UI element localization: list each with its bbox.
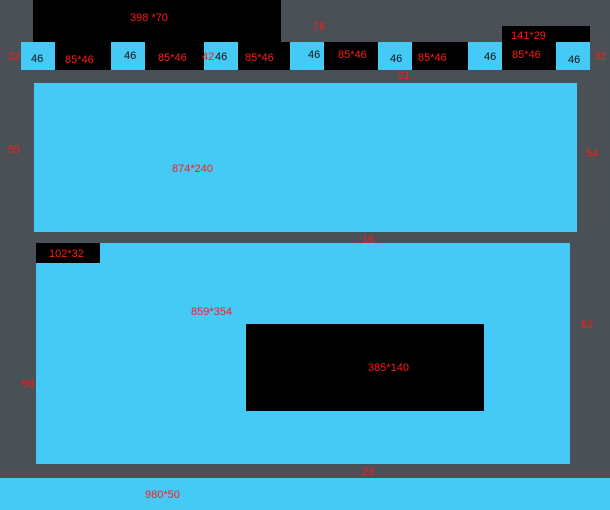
- nav-square-4-label: 46: [308, 49, 321, 61]
- right-badge-block: [502, 26, 590, 46]
- panel-gap-label: 16: [362, 234, 375, 246]
- panel-2-tag-block: [36, 243, 100, 263]
- nav-square-4: [290, 42, 324, 70]
- footer-label: 980*50: [145, 489, 180, 501]
- nav-square-3-label: 46: [215, 51, 228, 63]
- nav-square-7-label: 46: [568, 54, 581, 66]
- nav-square-7: [556, 42, 590, 70]
- panel-2-inner-label: 385*140: [368, 362, 409, 374]
- nav-item-3-label: 85*46: [245, 52, 274, 64]
- right-badge-label: 141*29: [511, 30, 546, 42]
- footer-bar: [0, 478, 610, 510]
- nav-square-1-label: 46: [31, 53, 44, 65]
- panel-2-inner-block: [246, 324, 484, 411]
- nav-gap-label: 42: [202, 51, 215, 63]
- nav-square-6-label: 46: [484, 51, 497, 63]
- panel-1: [34, 83, 577, 232]
- nav-right-margin-label: 32: [594, 51, 607, 63]
- nav-square-6: [468, 42, 502, 70]
- nav-square-5-label: 46: [390, 53, 403, 65]
- nav-square-1: [21, 42, 55, 70]
- nav-square-2-label: 46: [124, 50, 137, 62]
- nav-item-5-label: 85*46: [418, 52, 447, 64]
- footer-gap-label: 23: [362, 466, 375, 478]
- panel-2-label: 859*354: [191, 306, 232, 318]
- top-banner-block: [33, 0, 281, 44]
- nav-item-6-label: 85*46: [512, 49, 541, 61]
- panel-2-left-label: 58: [22, 378, 35, 390]
- nav-square-2: [111, 42, 145, 70]
- panel-2-tag-label: 102*32: [49, 248, 84, 260]
- nav-bottom-gap-label: 21: [398, 70, 411, 82]
- nav-item-4-label: 85*46: [338, 49, 367, 61]
- nav-left-margin-label: 32: [8, 51, 21, 63]
- panel-2-right-label: 62: [581, 319, 594, 331]
- nav-item-2-label: 85*46: [158, 52, 187, 64]
- top-banner-label: 398 *70: [130, 12, 168, 24]
- nav-item-1-label: 85*46: [65, 54, 94, 66]
- nav-square-3: [204, 42, 238, 70]
- panel-1-right-label: 54: [586, 148, 599, 160]
- top-gap-label: 76: [313, 21, 326, 33]
- nav-square-5: [378, 42, 412, 70]
- panel-1-left-label: 55: [8, 144, 21, 156]
- panel-1-label: 874*240: [172, 163, 213, 175]
